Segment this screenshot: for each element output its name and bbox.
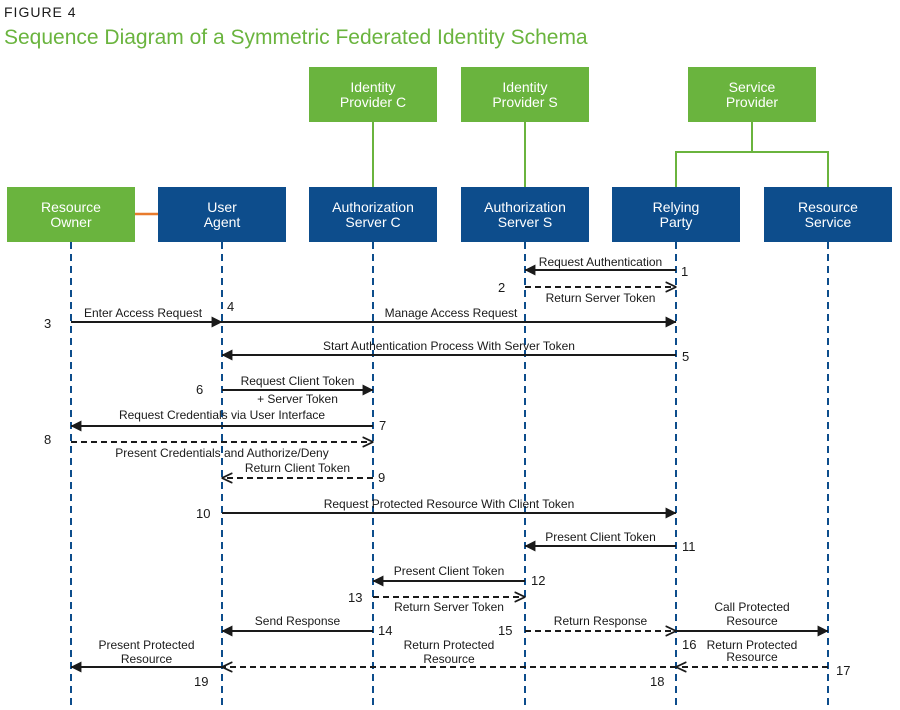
figure-label: FIGURE 4 (4, 4, 77, 20)
provider-box-idp-c (309, 67, 437, 122)
message-label-13-0: Return Server Token (394, 600, 504, 614)
participant-user-agent-label-1: Agent (204, 214, 241, 230)
step-number-11: 11 (682, 539, 696, 554)
participant-relying-party-label-1: Party (660, 214, 693, 230)
participant-box-relying-party (612, 187, 740, 242)
message-label-12-0: Present Client Token (394, 564, 505, 578)
step-number-1: 1 (681, 264, 688, 279)
step-number-5: 5 (682, 349, 689, 364)
step-number-8: 8 (44, 432, 51, 447)
step-number-10: 10 (196, 506, 210, 521)
step-number-14: 14 (378, 623, 392, 638)
participant-user-agent-label-0: User (207, 199, 237, 215)
step-number-4: 4 (227, 299, 234, 314)
participant-box-user-agent (158, 187, 286, 242)
step-number-13: 13 (348, 590, 362, 605)
message-label-9-0: Return Client Token (245, 461, 350, 475)
message-label-19-0: Present Protected (98, 638, 194, 652)
step-number-7: 7 (379, 418, 386, 433)
message-label-16-0: Call Protected (714, 600, 789, 614)
connector-service-provider (675, 122, 829, 187)
message-label-2-0: Return Server Token (546, 291, 656, 305)
participant-resource-service-label-0: Resource (798, 199, 858, 215)
participant-relying-party-label-0: Relying (653, 199, 700, 215)
message-label-11-0: Present Client Token (545, 530, 656, 544)
step-number-19: 19 (194, 674, 208, 689)
step-number-16: 16 (682, 637, 696, 652)
participant-auth-server-c-label-0: Authorization (332, 199, 414, 215)
participant-box-auth-server-c (309, 187, 437, 242)
step-number-3: 3 (44, 316, 51, 331)
step-number-17: 17 (836, 663, 850, 678)
message-label-8-0: Present Credentials and Authorize/Deny (115, 446, 328, 460)
provider-idp-s-label-1: Provider S (492, 94, 557, 110)
participant-box-resource-owner (7, 187, 135, 242)
message-label-18-1: Resource (423, 652, 475, 666)
participant-box-resource-service (764, 187, 892, 242)
participant-box-auth-server-s (461, 187, 589, 242)
step-number-18: 18 (650, 674, 664, 689)
message-label-6-0: Request Client Token (241, 374, 355, 388)
participant-resource-owner-label-1: Owner (50, 214, 92, 230)
message-label-16-1: Resource (726, 614, 778, 628)
diagram-title: Sequence Diagram of a Symmetric Federate… (4, 26, 588, 49)
provider-sp-label-0: Service (729, 79, 776, 95)
message-label-18-0: Return Protected (404, 638, 495, 652)
provider-idp-c-label-1: Provider C (340, 94, 406, 110)
participant-auth-server-c-label-1: Server C (345, 214, 400, 230)
message-label-19-1: Resource (121, 652, 173, 666)
participant-auth-server-s-label-1: Server S (498, 214, 552, 230)
provider-box-idp-s (461, 67, 589, 122)
message-label-17-0: Return Protected (707, 638, 798, 652)
provider-idp-s-label-0: Identity (502, 79, 547, 95)
message-label-1-0: Request Authentication (539, 255, 662, 269)
message-label-15-0: Return Response (554, 614, 648, 628)
step-number-2: 2 (498, 280, 505, 295)
provider-box-sp (688, 67, 816, 122)
provider-sp-label-1: Provider (726, 94, 778, 110)
message-label-17-1: Resource (726, 650, 778, 664)
message-label-3-0: Enter Access Request (84, 306, 203, 320)
provider-idp-c-label-0: Identity (350, 79, 395, 95)
message-label-7-0: Request Credentials via User Interface (119, 408, 325, 422)
step-number-9: 9 (378, 470, 385, 485)
message-label-14-0: Send Response (255, 614, 341, 628)
step-number-6: 6 (196, 382, 203, 397)
participant-auth-server-s-label-0: Authorization (484, 199, 566, 215)
message-label-6-1: + Server Token (257, 392, 338, 406)
step-number-12: 12 (531, 573, 545, 588)
participant-resource-service-label-1: Service (805, 214, 852, 230)
participant-resource-owner-label-0: Resource (41, 199, 101, 215)
step-number-15: 15 (498, 623, 512, 638)
message-label-4-0: Manage Access Request (385, 306, 518, 320)
message-label-10-0: Request Protected Resource With Client T… (324, 497, 575, 511)
message-label-5-0: Start Authentication Process With Server… (323, 339, 575, 353)
